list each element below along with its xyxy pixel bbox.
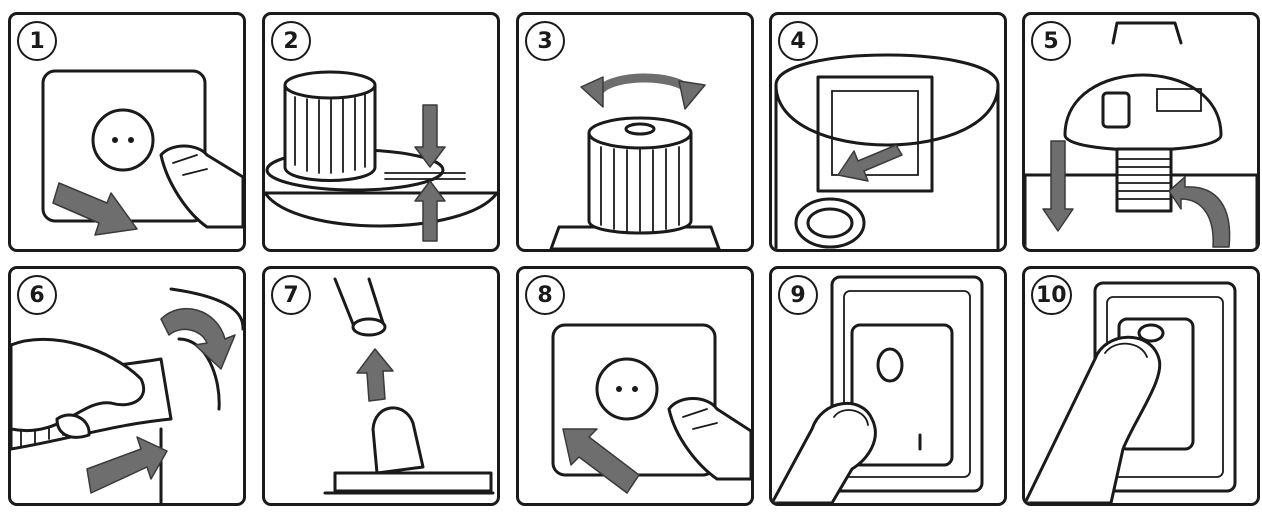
step-panel-8: 8 bbox=[516, 266, 754, 506]
step-panel-10: 10 bbox=[1022, 266, 1260, 506]
switch-on-icon bbox=[772, 275, 984, 503]
step-number-7: 7 bbox=[271, 275, 311, 315]
attach-hose-icon bbox=[11, 287, 243, 503]
step-number-3: 3 bbox=[525, 21, 565, 61]
press-switch-icon bbox=[1025, 281, 1237, 503]
plug-into-socket-icon bbox=[551, 323, 751, 494]
step-number-8: 8 bbox=[525, 275, 565, 315]
step-panel-2: 2 bbox=[262, 12, 500, 252]
step-panel-6: 6 bbox=[8, 266, 246, 506]
inner-chamber-icon bbox=[774, 53, 1000, 249]
step-panel-4: 4 bbox=[769, 12, 1007, 252]
unplug-from-socket-icon bbox=[41, 69, 243, 236]
step-number-5: 5 bbox=[1031, 21, 1071, 61]
step-panel-7: 7 bbox=[262, 266, 500, 506]
twist-filter-icon bbox=[549, 73, 721, 249]
step-number-2: 2 bbox=[271, 21, 311, 61]
filter-gap-icon bbox=[265, 70, 497, 242]
attach-motor-head-icon bbox=[1025, 21, 1257, 249]
step-panel-1: 1 bbox=[8, 12, 246, 252]
step-panel-3: 3 bbox=[516, 12, 754, 252]
step-number-10: 10 bbox=[1031, 275, 1072, 315]
step-panel-9: 9 bbox=[769, 266, 1007, 506]
attach-nozzle-icon bbox=[323, 277, 495, 495]
step-panel-5: 5 bbox=[1022, 12, 1260, 252]
step-number-1: 1 bbox=[17, 21, 57, 61]
step-number-6: 6 bbox=[17, 275, 57, 315]
step-number-4: 4 bbox=[778, 21, 818, 61]
step-number-9: 9 bbox=[778, 275, 818, 315]
